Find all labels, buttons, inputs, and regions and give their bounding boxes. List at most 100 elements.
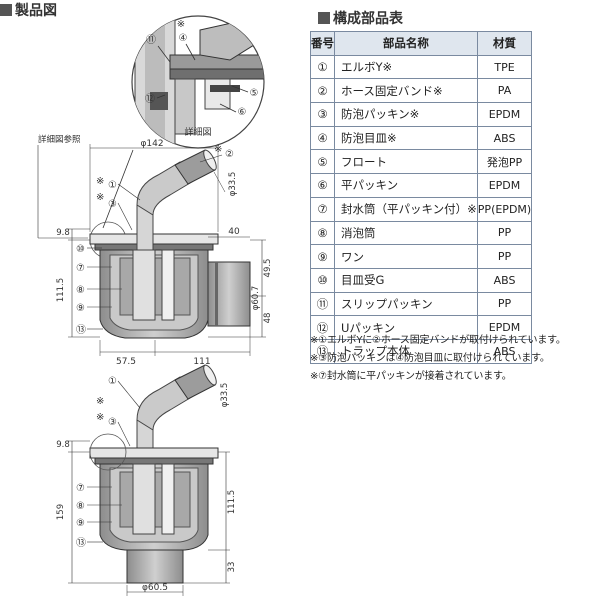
top-callout-7: ⑦ <box>76 263 85 274</box>
detail-leader-line <box>102 149 134 229</box>
detail-ref-label: 詳細図参照 <box>38 134 81 145</box>
part-number-cell: ⑧ <box>310 220 335 246</box>
top-callout-9: ⑨ <box>76 303 85 314</box>
part-number-cell: ④ <box>310 125 335 151</box>
material-cell: TPE <box>476 54 533 80</box>
top-view: 詳細図参照 φ142 φ33.5 40 <box>37 134 273 367</box>
part-name-cell: 防泡パッキン※ <box>334 102 478 127</box>
bottom-callout-3: ③ <box>108 417 117 428</box>
material-cell: ABS <box>476 267 533 293</box>
dim-top-d33-5: φ33.5 <box>228 172 238 197</box>
dim-top-57-5: 57.5 <box>116 357 136 367</box>
note-2: ※③防泡パッキンは④防泡目皿に取付けられています。 <box>310 353 550 364</box>
header-part-name: 部品名称 <box>334 31 478 56</box>
material-cell: PP <box>476 291 533 317</box>
part-name-cell: 防泡目皿※ <box>334 125 478 151</box>
detail-callout-6: ⑥ <box>238 107 247 118</box>
note-3: ※⑦封水筒に平パッキンが接着されています。 <box>310 371 512 382</box>
dim-top-49-5: 49.5 <box>263 259 273 278</box>
part-name-cell: ホース固定バンド※ <box>334 78 478 104</box>
part-name-cell: 目皿受G <box>334 267 478 293</box>
dim-bottom-9-8: 9.8 <box>56 440 70 450</box>
part-number-cell: ⑪ <box>310 291 335 317</box>
drawing-heading: 製品図 <box>0 0 57 20</box>
detail-callout-note: ※ <box>177 19 185 30</box>
part-number-cell: ⑤ <box>310 149 335 175</box>
dim-top-d142: φ142 <box>140 139 163 149</box>
part-name-cell: Uパッキン <box>334 315 478 340</box>
bottom-callout-8: ⑧ <box>76 501 85 512</box>
detail-caption: 詳細図 <box>184 126 211 138</box>
detail-callout-11: ⑪ <box>146 34 156 46</box>
notes: ※①エルボYに②ホース固定バンドが取付けられています。 ※③防泡パッキンは④防泡… <box>310 332 566 386</box>
top-callout-note-3: ※ <box>96 192 104 203</box>
detail-callout-5: ⑤ <box>250 88 259 99</box>
part-name-cell: フロート <box>334 149 478 175</box>
note-1: ※①エルボYに②ホース固定バンドが取付けられています。 <box>310 335 566 346</box>
material-cell: ABS <box>476 125 533 151</box>
bottom-callout-note-1: ※ <box>96 396 104 407</box>
header-material: 材質 <box>476 31 533 56</box>
dim-top-111: 111 <box>193 357 210 367</box>
material-cell: PP(EPDM) <box>476 196 533 222</box>
dim-top-48: 48 <box>263 313 273 324</box>
top-callout-1: ① <box>108 180 117 191</box>
dim-top-111-5: 111.5 <box>56 278 66 302</box>
part-number-cell: ⑩ <box>310 267 335 293</box>
header-number: 番号 <box>310 31 335 56</box>
dim-top-d60-7: φ60.7 <box>251 286 261 311</box>
table-header-row: 番号 部品名称 材質 <box>310 31 533 56</box>
part-number-cell: ⑥ <box>310 173 335 198</box>
part-name-cell: トラップ本体 <box>334 338 478 364</box>
drawing-heading-text: 製品図 <box>15 3 57 19</box>
bottom-callout-9: ⑨ <box>76 518 85 529</box>
part-name-cell: 封水筒（平パッキン付）※ <box>334 196 478 222</box>
top-callout-3: ③ <box>108 199 117 210</box>
part-number-cell: ⑬ <box>310 338 335 364</box>
dim-top-9-8: 9.8 <box>56 228 70 238</box>
dim-bottom-d60-5: φ60.5 <box>142 583 168 593</box>
bottom-callout-7: ⑦ <box>76 483 85 494</box>
material-cell: 発泡PP <box>476 149 533 175</box>
detail-callout-4: ④ <box>179 33 188 44</box>
top-callout-note-1: ※ <box>96 176 104 187</box>
part-number-cell: ⑫ <box>310 315 335 340</box>
material-cell: EPDM <box>476 315 533 340</box>
bottom-callout-13: ⑬ <box>76 537 86 549</box>
dim-bottom-33: 33 <box>227 562 237 573</box>
part-name-cell: スリップパッキン <box>334 291 478 317</box>
parts-heading: 構成部品表 <box>318 8 403 28</box>
detail-view: ⑪ ④ ※ ⑫ ⑤ ⑥ 詳細図 <box>102 15 265 229</box>
part-name-cell: 平パッキン <box>334 173 478 198</box>
part-name-cell: エルボY※ <box>334 54 478 80</box>
material-cell: PP <box>476 244 533 269</box>
part-name-cell: ワン <box>334 244 478 269</box>
part-name-cell: 消泡筒 <box>334 220 478 246</box>
top-callout-10: ⑩ <box>76 244 85 255</box>
dim-top-40: 40 <box>228 227 240 237</box>
heading-square-icon <box>318 12 330 24</box>
material-cell: PA <box>476 78 533 104</box>
top-callout-13: ⑬ <box>76 324 86 336</box>
dim-bottom-111-5: 111.5 <box>227 490 237 514</box>
heading-square-icon <box>0 4 12 16</box>
dim-bottom-d33-5: φ33.5 <box>220 383 230 408</box>
part-number-cell: ② <box>310 78 335 104</box>
part-number-cell: ⑦ <box>310 196 335 222</box>
part-number-cell: ⑨ <box>310 244 335 269</box>
